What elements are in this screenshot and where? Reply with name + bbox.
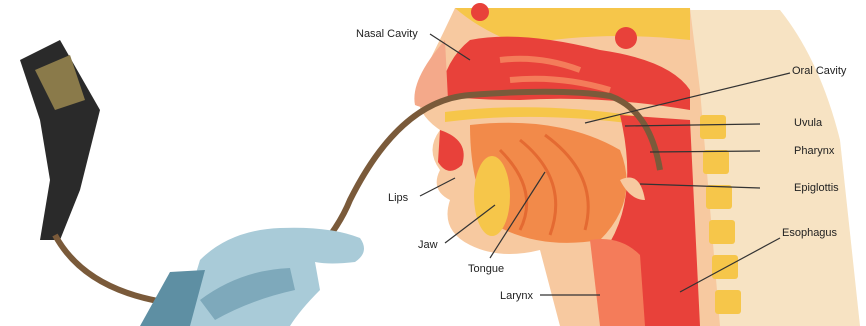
label-tongue: Tongue xyxy=(468,263,504,275)
label-nasal-cavity: Nasal Cavity xyxy=(356,28,418,40)
label-epiglottis: Epiglottis xyxy=(794,182,839,194)
label-oral-cavity: Oral Cavity xyxy=(792,65,847,77)
label-pharynx: Pharynx xyxy=(794,145,835,157)
jaw-bone xyxy=(474,156,510,236)
label-lips: Lips xyxy=(388,192,409,204)
label-esophagus: Esophagus xyxy=(782,227,838,239)
sinus-2 xyxy=(615,27,637,49)
endoscope-handle xyxy=(20,40,100,240)
nose xyxy=(414,40,448,108)
sinus-1 xyxy=(471,3,489,21)
label-jaw: Jaw xyxy=(418,239,438,251)
label-uvula: Uvula xyxy=(794,117,823,129)
label-larynx: Larynx xyxy=(500,290,534,302)
